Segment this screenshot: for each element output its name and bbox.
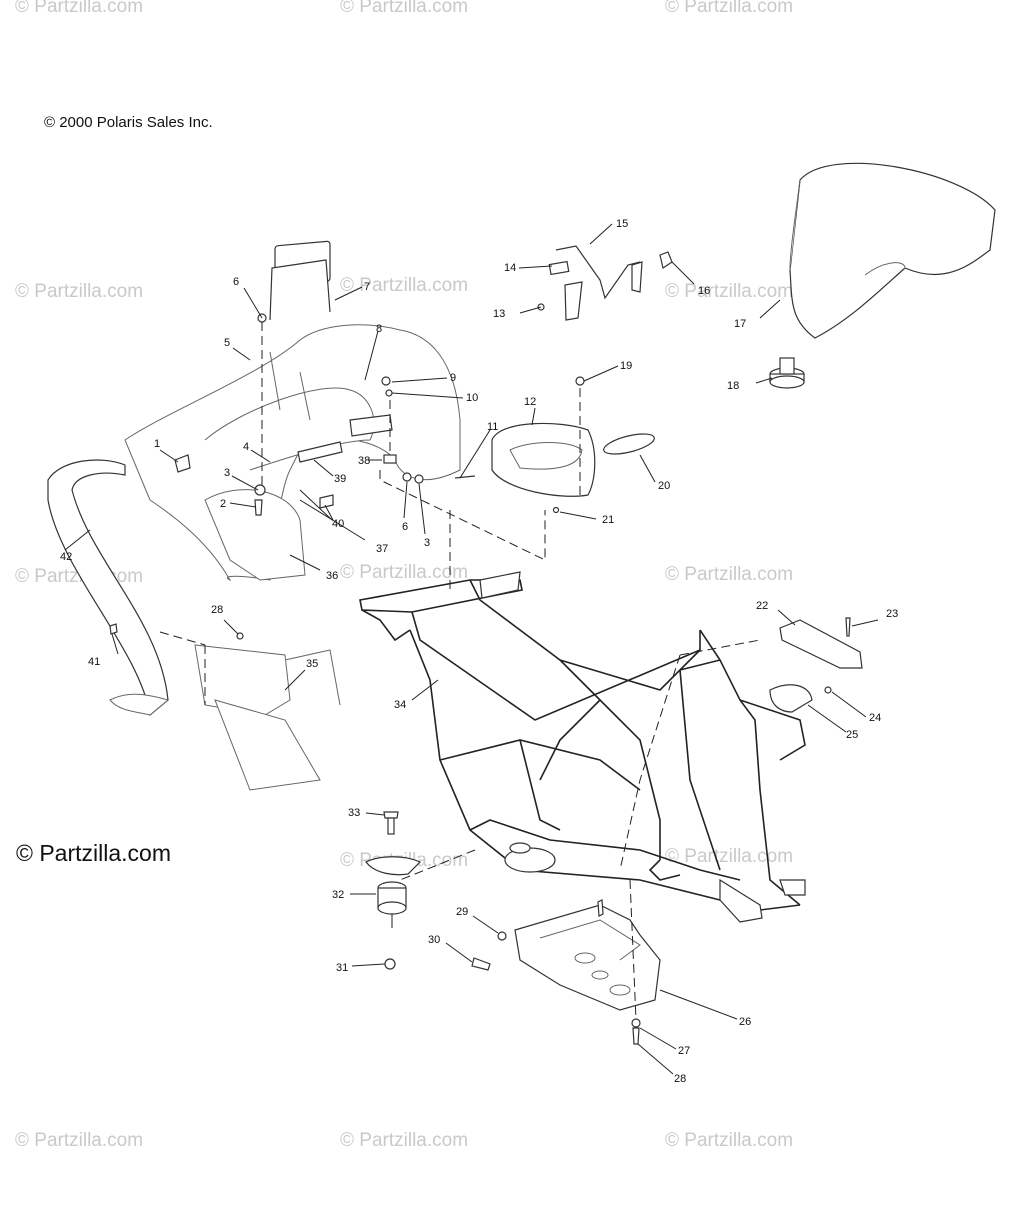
callout-22: 22 <box>756 600 768 612</box>
callout-2: 2 <box>220 498 226 510</box>
callout-37: 37 <box>376 543 388 555</box>
brand-watermark: © Partzilla.com <box>16 840 171 866</box>
callout-3: 3 <box>224 467 230 479</box>
callout-19: 19 <box>620 360 632 372</box>
callout-10: 10 <box>466 392 478 404</box>
watermark: © Partzilla.com <box>340 1130 468 1151</box>
callout-32: 32 <box>332 889 344 901</box>
callout-11: 11 <box>487 421 498 433</box>
frame-brackets <box>769 617 863 713</box>
callout-27: 27 <box>678 1045 690 1057</box>
callout-9: 9 <box>450 372 456 384</box>
rack-support <box>269 259 331 321</box>
callout-13: 13 <box>493 308 505 320</box>
callout-36: 36 <box>326 570 338 582</box>
callout-40: 40 <box>332 518 344 530</box>
callout-39: 39 <box>334 473 346 485</box>
callout-4: 4 <box>243 441 249 453</box>
main-frame <box>359 571 806 923</box>
callout-34: 34 <box>394 699 406 711</box>
callout-30: 30 <box>428 934 440 946</box>
callout-33: 33 <box>348 807 360 819</box>
seat-tray <box>491 376 655 514</box>
callout-16: 16 <box>698 285 710 297</box>
watermarks: © Partzilla.com © Partzilla.com © Partzi… <box>15 0 793 1151</box>
watermark: © Partzilla.com <box>15 1130 143 1151</box>
watermark: © Partzilla.com <box>665 1130 793 1151</box>
callout-28: 28 <box>674 1073 686 1085</box>
callout-8: 8 <box>376 323 382 335</box>
fender-hardware <box>109 313 476 640</box>
seat <box>789 162 996 339</box>
leader-lines <box>64 223 879 1075</box>
engine-mount <box>365 811 422 970</box>
callout-3: 3 <box>424 537 430 549</box>
watermark: © Partzilla.com <box>15 281 143 302</box>
callout-29: 29 <box>456 906 468 918</box>
callout-23: 23 <box>886 608 898 620</box>
callout-18: 18 <box>727 380 739 392</box>
mud-flap <box>204 489 306 581</box>
watermark: © Partzilla.com <box>665 564 793 585</box>
watermark: © Partzilla.com <box>665 281 793 302</box>
callout-15: 15 <box>616 218 628 230</box>
watermark: © Partzilla.com <box>340 562 468 583</box>
assembly-lines <box>159 322 761 1021</box>
footwell <box>194 644 341 791</box>
seat-bumper <box>769 357 805 389</box>
watermark: © Partzilla.com <box>340 275 468 296</box>
callout-17: 17 <box>734 318 746 330</box>
callout-42: 42 <box>60 551 72 563</box>
callout-41: 41 <box>88 656 100 668</box>
watermark: © Partzilla.com <box>15 0 143 17</box>
copyright-notice: © 2000 Polaris Sales Inc. <box>44 114 213 131</box>
skid-plate <box>471 899 661 1045</box>
watermark: © Partzilla.com <box>665 846 793 867</box>
callout-28: 28 <box>211 604 223 616</box>
callout-24: 24 <box>869 712 881 724</box>
callout-12: 12 <box>524 396 536 408</box>
seat-latch <box>537 245 673 321</box>
callout-38: 38 <box>358 455 370 467</box>
watermark: © Partzilla.com <box>340 0 468 17</box>
watermark: © Partzilla.com <box>665 0 793 17</box>
callout-31: 31 <box>336 962 348 974</box>
callout-7: 7 <box>364 281 370 293</box>
callout-1: 1 <box>154 438 160 450</box>
callout-25: 25 <box>846 729 858 741</box>
callout-26: 26 <box>739 1016 751 1028</box>
callout-14: 14 <box>504 262 516 274</box>
callout-35: 35 <box>306 658 318 670</box>
callout-5: 5 <box>224 337 230 349</box>
callout-20: 20 <box>658 480 670 492</box>
callout-21: 21 <box>602 514 614 526</box>
callouts: 1 2 3 3 4 5 6 6 7 8 9 10 11 12 13 14 15 … <box>60 218 898 1085</box>
footrest-trim <box>47 459 170 717</box>
callout-6: 6 <box>402 521 408 533</box>
callout-6: 6 <box>233 276 239 288</box>
